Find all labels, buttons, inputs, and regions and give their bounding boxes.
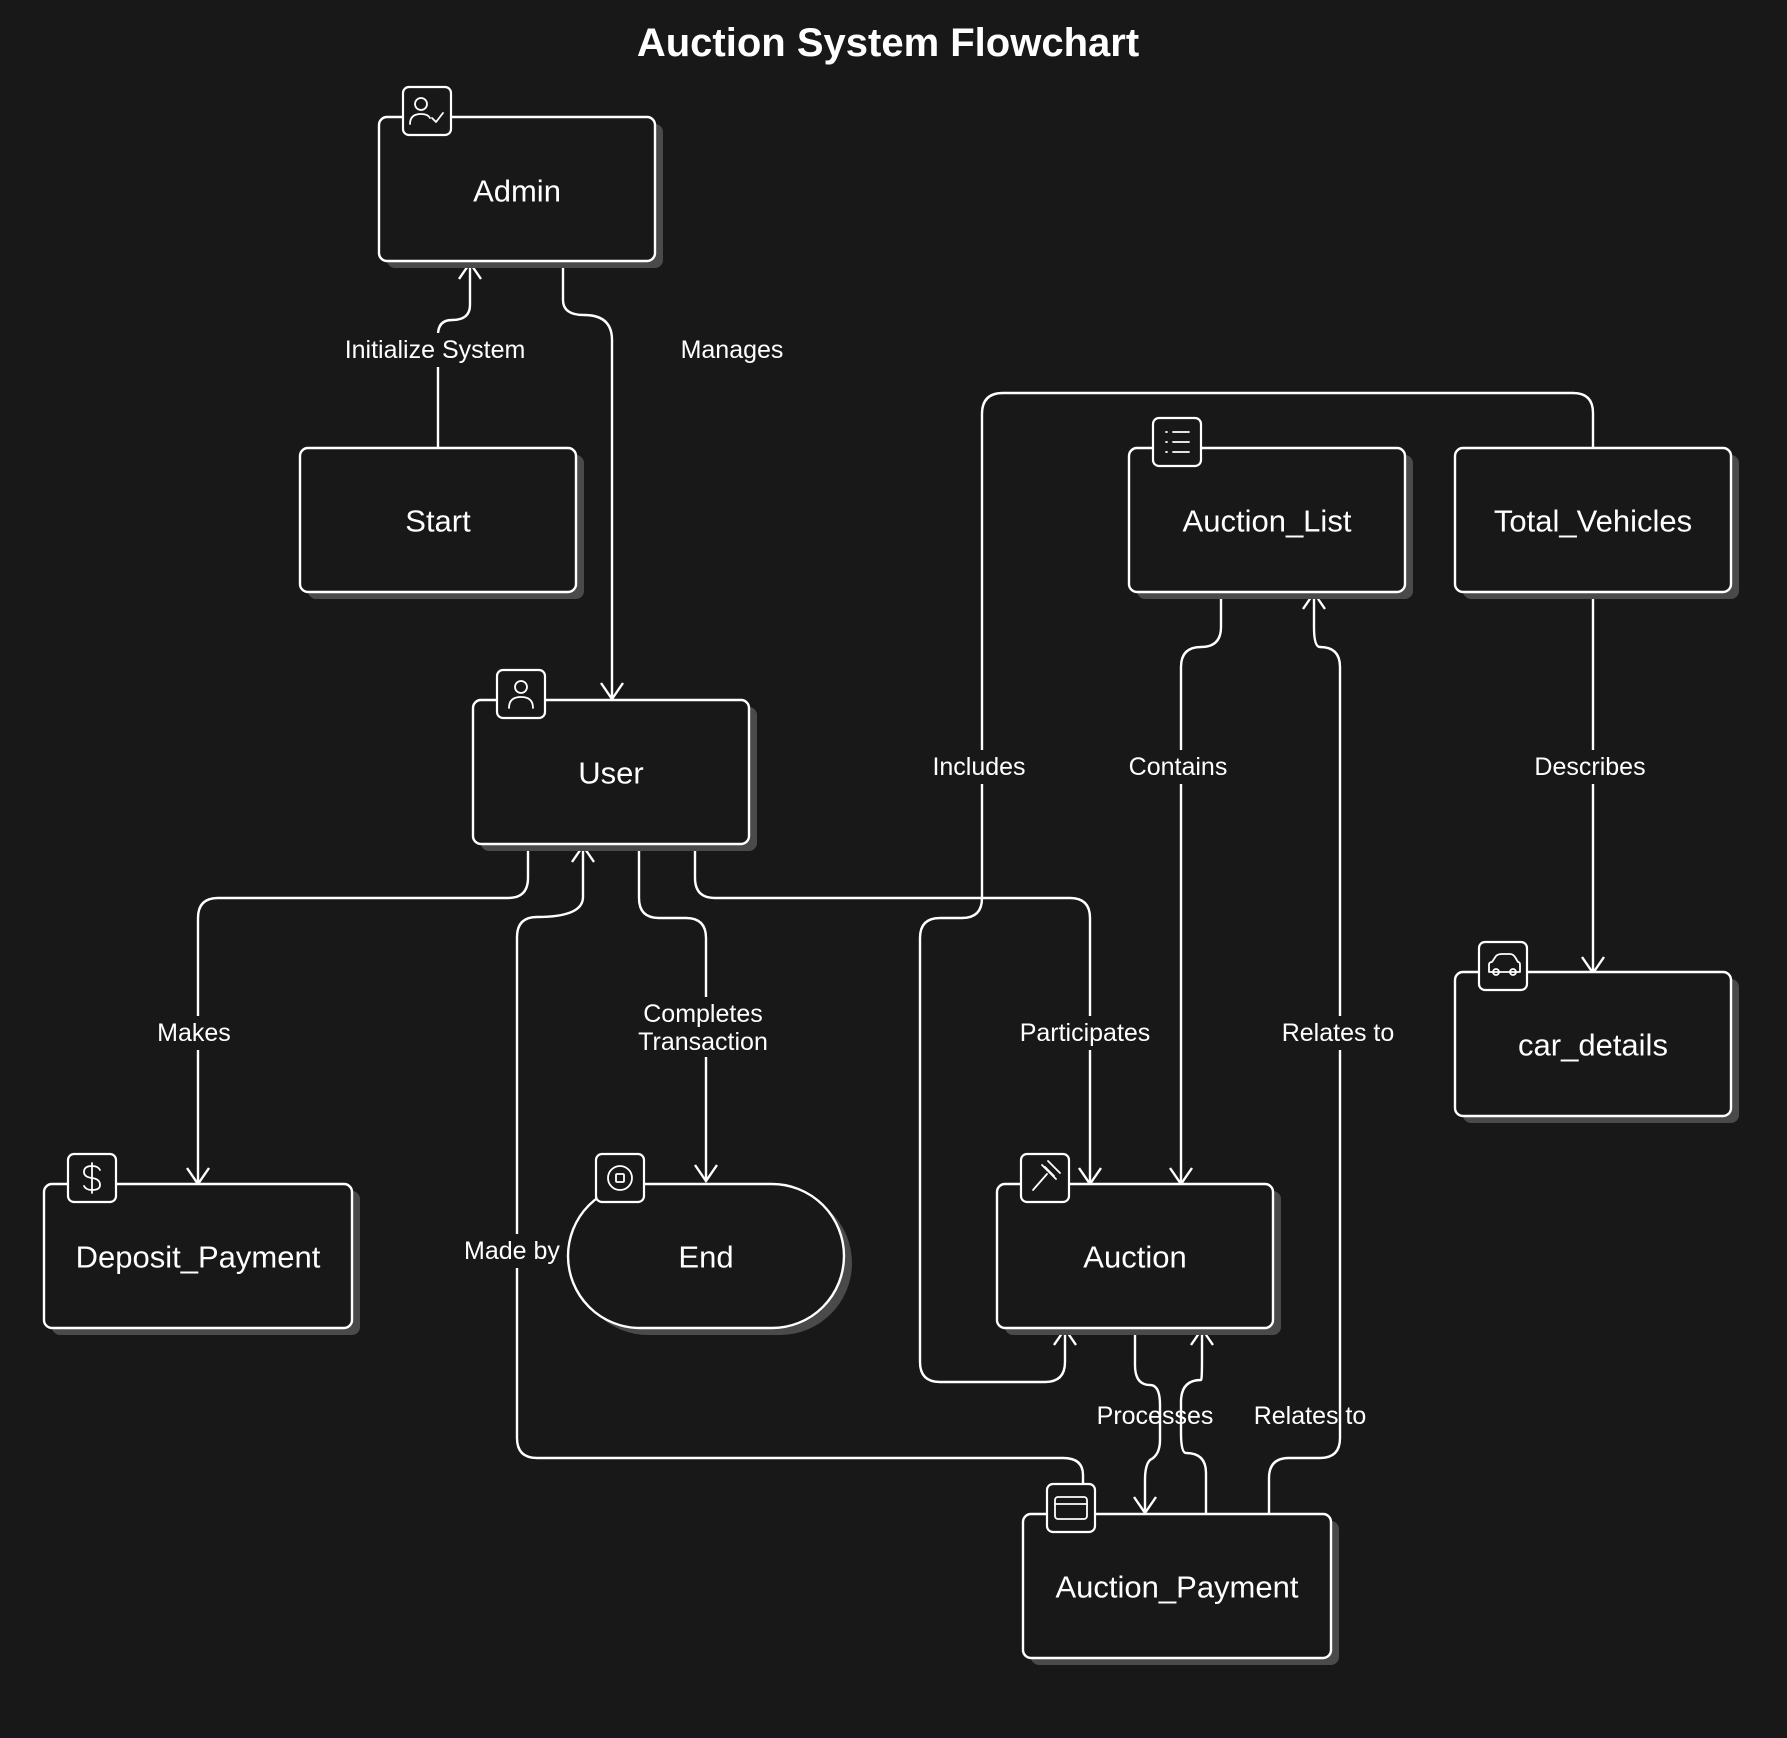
- edge-user-auction: [693, 844, 1092, 1183]
- node-user[interactable]: User: [471, 668, 757, 851]
- node-auction-payment[interactable]: Auction_Payment: [1021, 1482, 1339, 1665]
- node-deposit-payment-label: Deposit_Payment: [76, 1240, 321, 1275]
- gavel-icon: [1019, 1152, 1071, 1204]
- edge-label-completes-line1: Completes: [643, 1000, 763, 1028]
- edge-payment-auction: [1179, 1330, 1208, 1513]
- edges: [186, 260, 1605, 1516]
- node-start-label: Start: [405, 504, 471, 539]
- edge-label-made-by: Made by: [464, 1237, 560, 1265]
- node-deposit-payment[interactable]: Deposit_Payment: [42, 1152, 360, 1335]
- diagram-title: Auction System Flowchart: [637, 21, 1139, 65]
- credit-card-icon: [1045, 1482, 1097, 1534]
- node-admin-label: Admin: [473, 174, 561, 209]
- node-admin[interactable]: Admin: [377, 85, 663, 268]
- node-auction-payment-label: Auction_Payment: [1056, 1570, 1299, 1605]
- node-user-label: User: [578, 756, 643, 791]
- node-car-details-label: car_details: [1518, 1028, 1668, 1063]
- edge-label-manages: Manages: [681, 336, 784, 364]
- node-auction-list-label: Auction_List: [1183, 504, 1352, 539]
- edge-label-participates: Participates: [1020, 1019, 1151, 1047]
- user-icon: [495, 668, 547, 720]
- edge-user-end: [637, 844, 708, 1180]
- edge-label-initialize-system: Initialize System: [345, 336, 526, 364]
- edge-label-contains: Contains: [1129, 753, 1228, 781]
- edge-labels: Initialize System Manages Includes Conta…: [148, 333, 1655, 1430]
- edge-payment-auctionlist: [1267, 594, 1342, 1513]
- edge-totalvehicles-auction: [918, 391, 1595, 1384]
- edge-auctionlist-auction: [1179, 592, 1223, 1183]
- list-icon: [1151, 416, 1203, 468]
- edge-label-describes: Describes: [1534, 753, 1645, 781]
- edge-label-relates-to-auction: Relates to: [1254, 1402, 1367, 1430]
- node-car-details[interactable]: car_details: [1453, 940, 1739, 1123]
- stop-icon: [594, 1152, 646, 1204]
- edge-admin-user: [561, 262, 614, 698]
- node-auction-list[interactable]: Auction_List: [1127, 416, 1413, 599]
- node-auction[interactable]: Auction: [995, 1152, 1281, 1335]
- edge-label-includes: Includes: [932, 753, 1025, 781]
- edge-label-processes: Processes: [1097, 1402, 1214, 1430]
- node-end[interactable]: End: [566, 1152, 852, 1335]
- edge-user-end-arrowhead: [694, 1164, 718, 1184]
- node-auction-label: Auction: [1083, 1240, 1186, 1275]
- node-end-label: End: [678, 1240, 733, 1275]
- node-start[interactable]: Start: [298, 446, 584, 599]
- node-total-vehicles[interactable]: Total_Vehicles: [1453, 446, 1739, 599]
- edge-label-completes-line2: Transaction: [638, 1028, 768, 1056]
- dollar-icon: [66, 1152, 118, 1204]
- node-total-vehicles-label: Total_Vehicles: [1494, 504, 1692, 539]
- edge-start-admin: [436, 264, 472, 447]
- car-icon: [1477, 940, 1529, 992]
- edge-label-makes: Makes: [157, 1019, 231, 1047]
- edge-user-deposit: [196, 844, 530, 1183]
- edge-auction-payment: [1133, 1328, 1162, 1512]
- user-check-icon: [401, 85, 453, 137]
- edge-payment-user: [515, 847, 1085, 1513]
- edge-label-relates-to-list: Relates to: [1282, 1019, 1395, 1047]
